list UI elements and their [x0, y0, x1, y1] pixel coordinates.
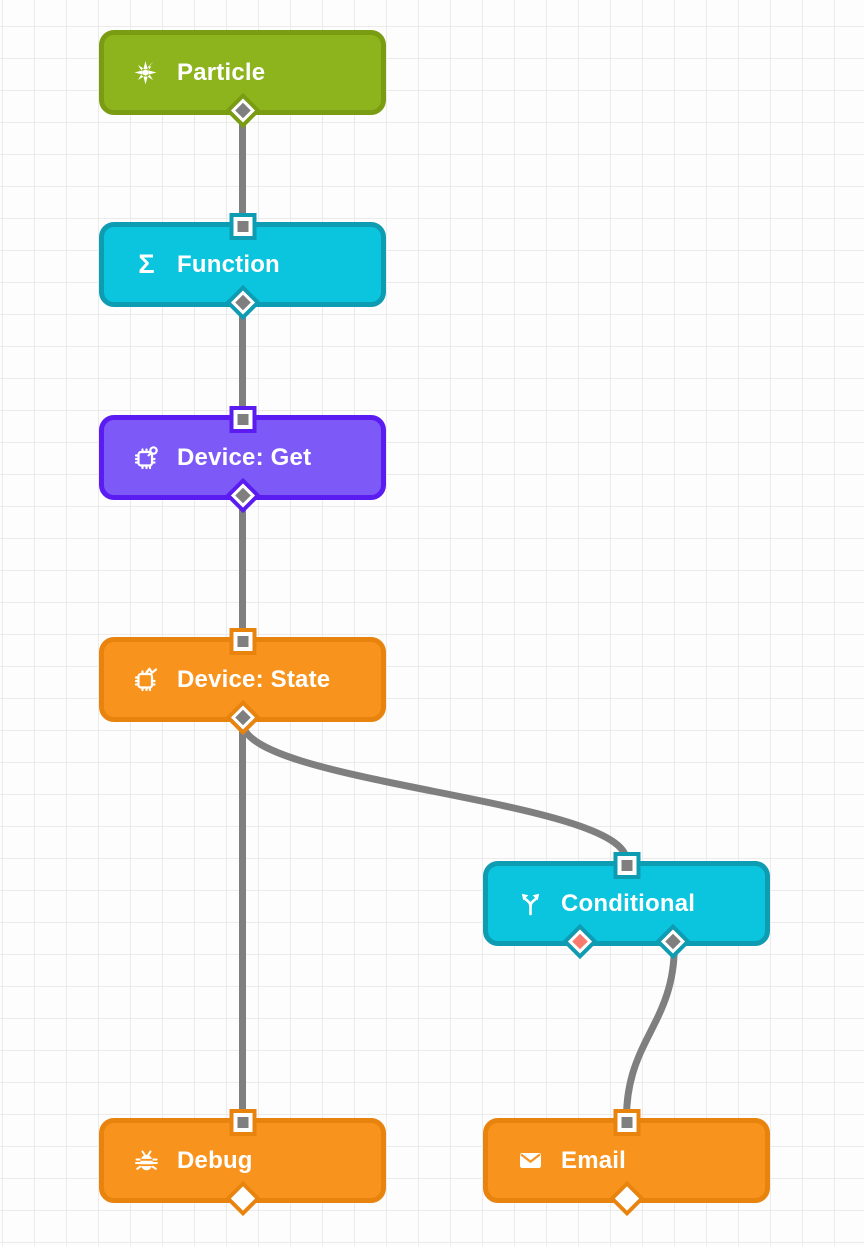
node-debug[interactable]: Debug	[99, 1113, 386, 1211]
input-port[interactable]	[233, 410, 252, 429]
input-port[interactable]	[233, 1113, 252, 1132]
node-label: Device: Get	[177, 443, 312, 471]
wire-conditional-to-email[interactable]	[623, 942, 678, 1122]
input-port[interactable]	[617, 1113, 636, 1132]
node-label: Device: State	[177, 665, 331, 693]
sigma-icon: Σ	[138, 249, 155, 279]
node-label: Function	[177, 250, 280, 278]
node-label: Particle	[177, 58, 266, 86]
input-port[interactable]	[617, 856, 636, 875]
node-function[interactable]: Σ Function	[99, 217, 386, 315]
envelope-icon	[517, 1147, 544, 1174]
spark-icon	[133, 59, 160, 86]
wire-device-state-to-conditional[interactable]	[239, 718, 630, 865]
bug-icon	[133, 1147, 160, 1174]
node-label: Debug	[177, 1146, 253, 1174]
node-device-state[interactable]: Device: State	[99, 632, 386, 730]
chip-search-icon	[133, 444, 160, 471]
branch-icon	[517, 890, 544, 917]
node-email[interactable]: Email	[483, 1113, 770, 1211]
input-port[interactable]	[233, 632, 252, 651]
chip-pulse-icon	[133, 666, 160, 693]
input-port[interactable]	[233, 217, 252, 236]
node-label: Email	[561, 1146, 627, 1174]
node-conditional[interactable]: Conditional	[483, 856, 770, 954]
node-device-get[interactable]: Device: Get	[99, 410, 386, 508]
node-label: Conditional	[561, 889, 696, 917]
node-particle[interactable]: Particle	[99, 30, 386, 123]
